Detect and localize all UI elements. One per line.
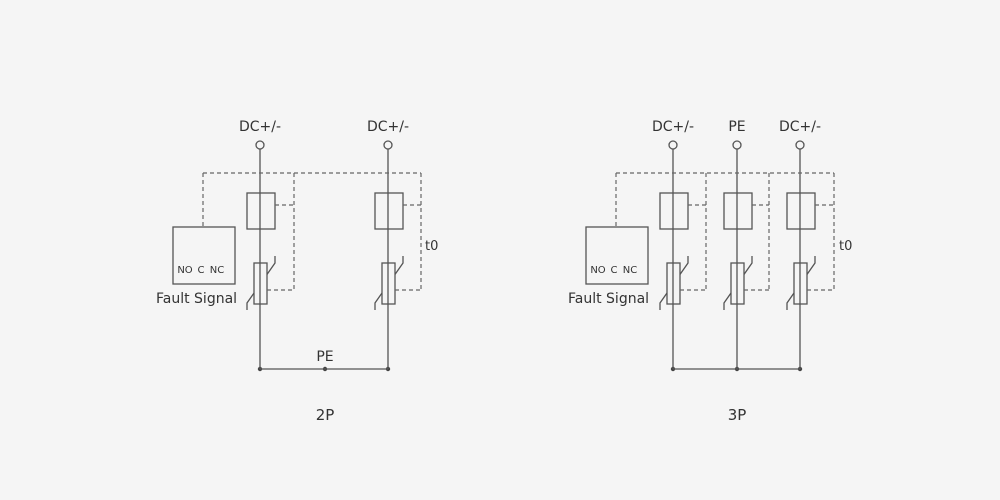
terminal-label: DC+/- <box>239 119 281 135</box>
diagram-caption-3p: 3P <box>728 406 747 424</box>
terminal-circle <box>255 140 265 150</box>
thermal-disconnector-box <box>374 192 404 230</box>
fault-signal-relay-box <box>585 226 649 285</box>
fault-signal-relay-box <box>172 226 236 285</box>
terminal-circle <box>668 140 678 150</box>
terminal-label: DC+/- <box>652 119 694 135</box>
terminal-circle <box>732 140 742 150</box>
thermal-disconnector-box <box>246 192 276 230</box>
relay-contact-nc: NC <box>623 265 637 276</box>
fault-signal-label: Fault Signal <box>568 291 649 307</box>
delay-label: t0 <box>425 239 438 254</box>
thermal-disconnector-box <box>723 192 753 230</box>
pe-bus-label: PE <box>316 349 333 365</box>
relay-contact-c: C <box>198 265 205 276</box>
relay-contact-no: NO <box>177 265 192 276</box>
relay-contact-nc: NC <box>210 265 224 276</box>
relay-contact-no: NO <box>590 265 605 276</box>
diagram-caption-2p: 2P <box>316 406 335 424</box>
thermal-disconnector-box <box>786 192 816 230</box>
delay-label: t0 <box>839 239 852 254</box>
terminal-label: PE <box>728 119 745 135</box>
terminal-label: DC+/- <box>367 119 409 135</box>
terminal-circle <box>795 140 805 150</box>
terminal-label: DC+/- <box>779 119 821 135</box>
terminal-circle <box>383 140 393 150</box>
fault-signal-label: Fault Signal <box>156 291 237 307</box>
relay-contact-c: C <box>611 265 618 276</box>
thermal-disconnector-box <box>659 192 689 230</box>
